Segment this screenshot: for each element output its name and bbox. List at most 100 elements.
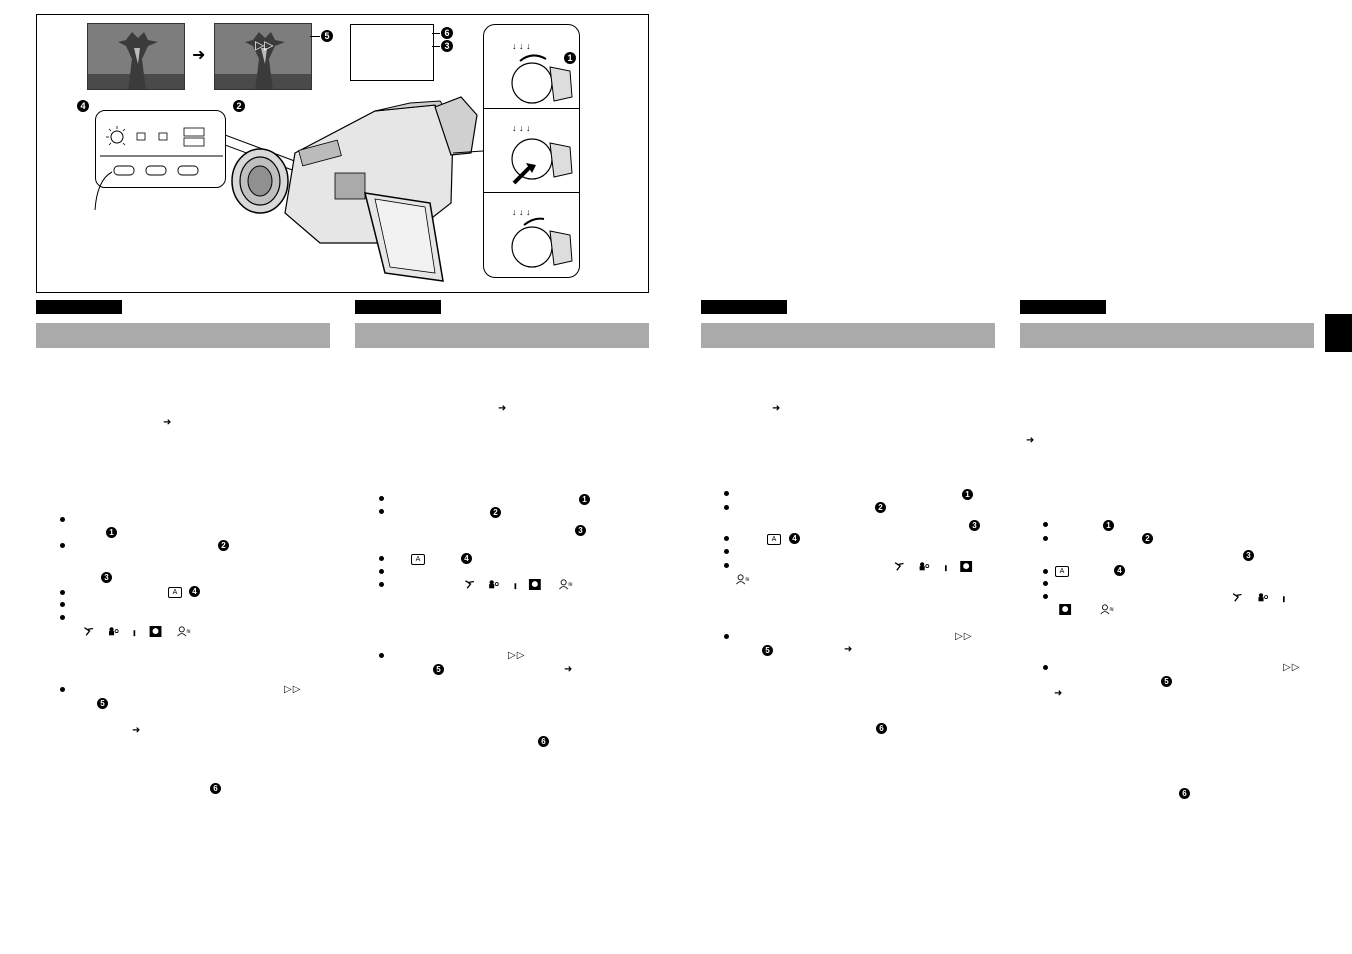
camcorder-body — [225, 96, 483, 282]
scene-mode-icons-continued: ≋ — [1059, 604, 1114, 615]
ref-number-2: 2 — [218, 540, 229, 551]
bullet-icon — [724, 563, 729, 568]
before-image — [87, 23, 185, 90]
language-tab — [1020, 300, 1106, 314]
bullet-icon — [1043, 522, 1048, 527]
svg-text:▷▷: ▷▷ — [255, 38, 274, 52]
bullet-icon — [1043, 536, 1048, 541]
fast-forward-symbol: ▷▷ — [508, 650, 526, 661]
bullet-icon — [60, 602, 65, 607]
callout-6: 6 — [441, 27, 453, 39]
leader-line — [310, 36, 320, 37]
svg-text:≋: ≋ — [1109, 607, 1114, 613]
ref-number-3: 3 — [101, 572, 112, 583]
bullet-icon — [724, 505, 729, 510]
callout-5: 5 — [321, 30, 333, 42]
language-tab — [36, 300, 122, 314]
ref-number-2: 2 — [875, 502, 886, 513]
ref-number-6: 6 — [538, 736, 549, 747]
camcorder-illustration: ➜ ▷▷ 5 6 3 4 2 — [36, 14, 649, 293]
bullet-icon — [379, 569, 384, 574]
display-screen — [350, 24, 434, 81]
leader-line — [432, 33, 440, 34]
bullet-icon — [724, 536, 729, 541]
ref-number-6: 6 — [1179, 788, 1190, 799]
auto-mode-icon: A — [767, 534, 781, 545]
bullet-icon — [60, 615, 65, 620]
svg-text:↓ ↓ ↓: ↓ ↓ ↓ — [512, 41, 531, 51]
bullet-icon — [1043, 665, 1048, 670]
leader-line — [432, 46, 440, 47]
dial-step-return: ↓ ↓ ↓ — [484, 193, 579, 277]
arrow-icon: ➜ — [132, 725, 141, 736]
arrow-icon: ➜ — [1054, 688, 1063, 699]
bullet-icon — [1043, 594, 1048, 599]
ref-number-6: 6 — [210, 783, 221, 794]
callout-3: 3 — [441, 40, 453, 52]
ref-number-4: 4 — [461, 553, 472, 564]
ref-number-3: 3 — [969, 520, 980, 531]
ref-number-3: 3 — [575, 525, 586, 536]
ref-number-5: 5 — [97, 698, 108, 709]
scene-mode-icons — [1232, 593, 1285, 603]
ref-number-1: 1 — [579, 494, 590, 505]
bullet-icon — [60, 687, 65, 692]
section-header — [355, 323, 649, 348]
bullet-icon — [724, 549, 729, 554]
ref-number-1: 1 — [1103, 520, 1114, 531]
bullet-icon — [724, 634, 729, 639]
svg-text:≋: ≋ — [745, 577, 750, 583]
scene-mode-icons: ≋ — [84, 626, 191, 637]
auto-mode-icon: A — [1055, 566, 1069, 577]
ref-number-1: 1 — [962, 489, 973, 500]
dial-step-rotate: ↓ ↓ ↓ 1 — [484, 25, 579, 109]
control-panel — [95, 110, 226, 188]
scene-mode-icons — [894, 561, 973, 572]
ref-number-2: 2 — [1142, 533, 1153, 544]
callout-2: 2 — [233, 100, 245, 112]
ref-number-3: 3 — [1243, 550, 1254, 561]
section-header — [36, 323, 330, 348]
portrait-mode-icon: ≋ — [736, 574, 750, 585]
fast-forward-symbol: ▷▷ — [1283, 662, 1301, 673]
ref-number-6: 6 — [876, 723, 887, 734]
bullet-icon — [60, 590, 65, 595]
ref-number-5: 5 — [762, 645, 773, 656]
arrow-icon: ➜ — [564, 664, 573, 675]
bullet-icon — [379, 556, 384, 561]
arrow-icon: ➜ — [498, 403, 507, 414]
ref-number-2: 2 — [490, 507, 501, 518]
arrow-icon: ➜ — [1026, 435, 1035, 446]
language-tab — [355, 300, 441, 314]
arrow-icon: ➜ — [844, 644, 853, 655]
bullet-icon — [379, 509, 384, 514]
ref-number-5: 5 — [433, 664, 444, 675]
auto-mode-icon: A — [411, 554, 425, 565]
mode-dial-steps: ↓ ↓ ↓ 1 ↓ ↓ ↓ ↓ ↓ ↓ — [483, 24, 580, 278]
section-header — [1020, 323, 1314, 348]
bullet-icon — [379, 582, 384, 587]
svg-text:↓ ↓ ↓: ↓ ↓ ↓ — [512, 207, 531, 217]
svg-text:↓ ↓ ↓: ↓ ↓ ↓ — [512, 123, 531, 133]
dial-step-press: ↓ ↓ ↓ — [484, 109, 579, 193]
bullet-icon — [60, 517, 65, 522]
bullet-icon — [724, 491, 729, 496]
svg-text:≋: ≋ — [568, 582, 573, 588]
bullet-icon — [379, 653, 384, 658]
language-tab — [701, 300, 787, 314]
bullet-icon — [60, 543, 65, 548]
bullet-icon — [1043, 569, 1048, 574]
side-thumb-tab — [1325, 314, 1352, 352]
ref-number-4: 4 — [189, 586, 200, 597]
scene-mode-icons: ≋ — [465, 579, 573, 590]
auto-mode-icon: A — [168, 587, 182, 598]
svg-text:≋: ≋ — [186, 629, 191, 635]
callout-1: 1 — [564, 52, 576, 64]
arrow-icon: ➜ — [163, 417, 172, 428]
fast-forward-symbol: ▷▷ — [955, 631, 973, 642]
ref-number-1: 1 — [106, 527, 117, 538]
fast-forward-symbol: ▷▷ — [284, 684, 302, 695]
right-arrow-icon: ➜ — [192, 47, 206, 64]
after-image: ▷▷ — [214, 23, 312, 90]
ref-number-4: 4 — [789, 533, 800, 544]
